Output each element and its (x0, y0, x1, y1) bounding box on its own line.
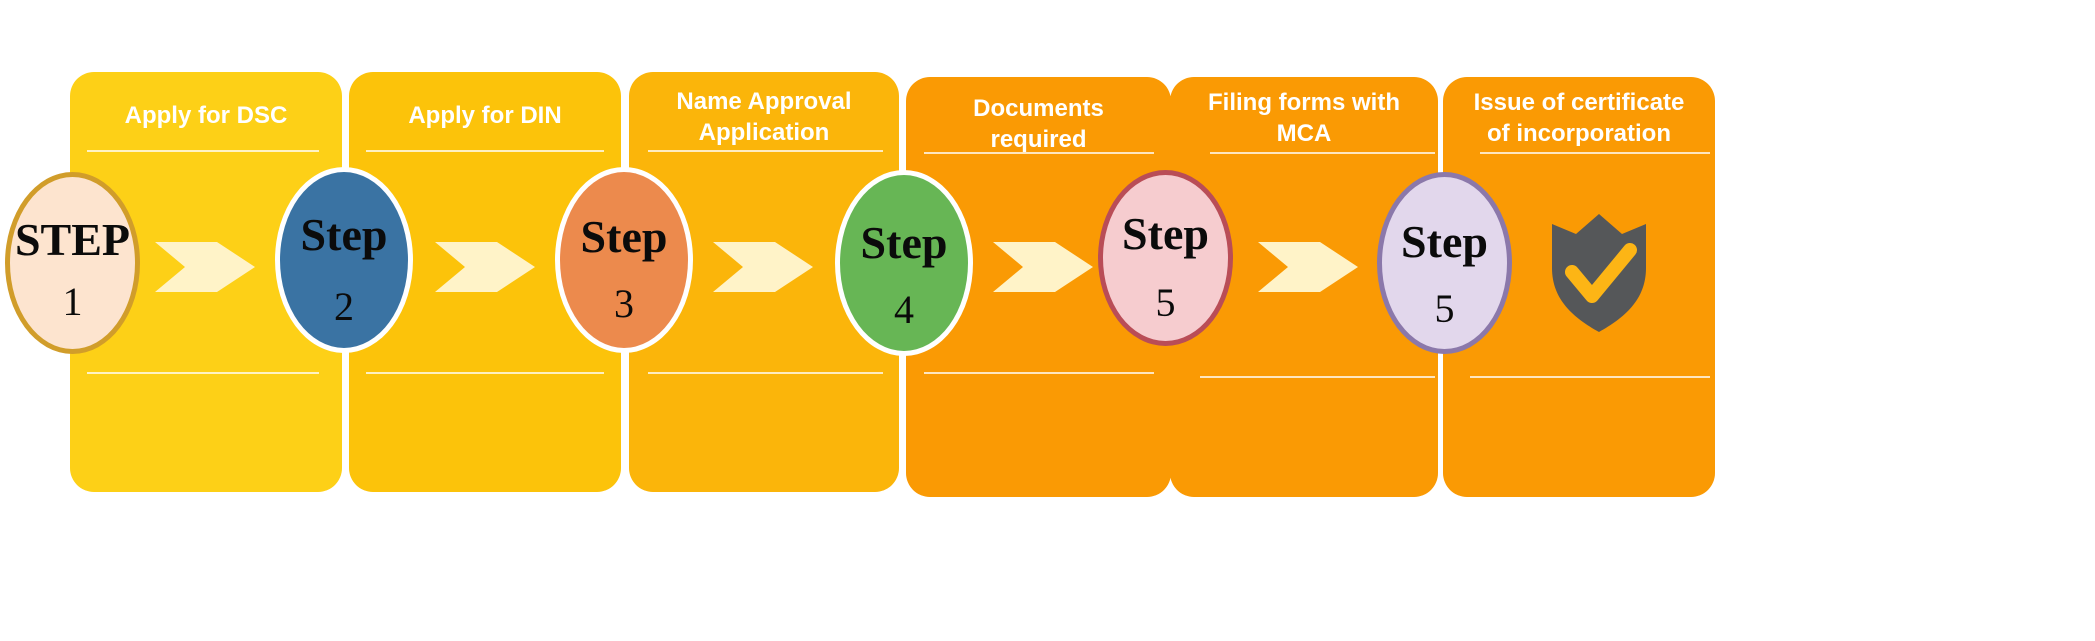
arrow-right-icon (993, 242, 1093, 292)
panel-title: Name Approval Application (676, 88, 852, 146)
panel-divider (648, 372, 883, 374)
step-2-badge: Step 2 (275, 167, 413, 353)
panel-title: Apply for DIN (408, 102, 562, 129)
step-5-badge: Step 5 (1098, 170, 1233, 346)
step-label: Step (1401, 216, 1488, 267)
step-3-badge: Step 3 (555, 167, 693, 353)
step-label: Step (300, 209, 388, 260)
step-label: Step (860, 217, 948, 268)
panel-title: Apply for DSC (124, 102, 288, 129)
step-number: 3 (614, 281, 634, 326)
panel-divider (366, 150, 604, 152)
panel-divider (648, 150, 883, 152)
arrow-right-icon (1258, 242, 1358, 292)
panel-title: Filing forms with MCA (1208, 89, 1400, 147)
panel-divider (1210, 152, 1435, 154)
panel-title: Issue of certificate of incorporation (1473, 89, 1685, 147)
step-number: 1 (62, 279, 83, 324)
arrow-right-icon (713, 242, 813, 292)
panel-divider (366, 372, 604, 374)
step-number: 4 (894, 287, 914, 332)
step-number: 2 (334, 284, 354, 329)
shield-check-icon (1552, 214, 1646, 332)
step-number: 5 (1434, 286, 1455, 331)
step-label: Step (580, 211, 668, 262)
step-label: Step (1122, 208, 1209, 259)
panel-divider (1200, 376, 1435, 378)
step-6-badge: Step 5 (1377, 172, 1512, 354)
panel-divider (87, 150, 319, 152)
panel-divider (924, 152, 1154, 154)
panel-divider (87, 372, 319, 374)
arrow-right-icon (155, 242, 255, 292)
step-number: 5 (1155, 280, 1176, 325)
step-1-badge: STEP 1 (5, 172, 140, 354)
panel-title: Documents required (973, 95, 1104, 153)
arrow-right-icon (435, 242, 535, 292)
step-4-badge: Step 4 (835, 170, 973, 356)
panel-divider (1470, 376, 1710, 378)
step-label: STEP (14, 214, 131, 265)
panel-divider (924, 372, 1154, 374)
panel-divider (1480, 152, 1710, 154)
